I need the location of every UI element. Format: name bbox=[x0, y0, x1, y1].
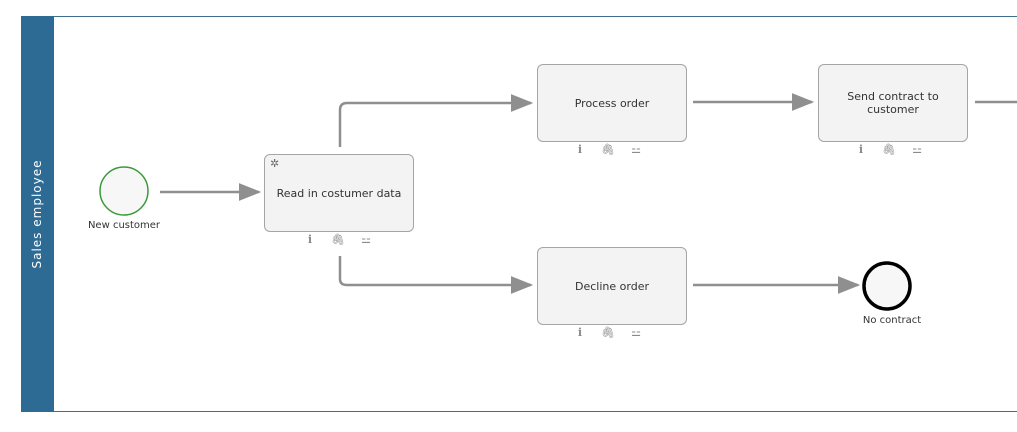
pool-frame bbox=[21, 16, 1017, 412]
end-event[interactable] bbox=[862, 261, 912, 311]
hierarchy-icon[interactable]: ⚍ bbox=[631, 326, 641, 339]
hierarchy-icon[interactable]: ⚍ bbox=[912, 143, 922, 156]
info-icon[interactable]: i bbox=[577, 326, 583, 339]
task-label: Decline order bbox=[575, 279, 649, 293]
task-label: Read in costumer data bbox=[276, 186, 402, 200]
info-icon[interactable]: i bbox=[858, 143, 864, 156]
task-toolbar: i 🖇 ⚍ bbox=[854, 144, 924, 156]
task-decline-order[interactable]: Decline order bbox=[537, 247, 687, 325]
hierarchy-icon[interactable]: ⚍ bbox=[361, 233, 371, 246]
paperclip-icon[interactable]: 🖇 bbox=[601, 326, 615, 339]
task-label: Send contract to customer bbox=[847, 90, 939, 116]
hierarchy-icon[interactable]: ⚍ bbox=[631, 143, 641, 156]
task-toolbar: i 🖇 ⚍ bbox=[303, 234, 373, 246]
task-read-customer-data[interactable]: ✲ Read in costumer data bbox=[264, 154, 414, 232]
task-send-contract[interactable]: Send contract to customer bbox=[818, 64, 968, 142]
task-process-order[interactable]: Process order bbox=[537, 64, 687, 142]
paperclip-icon[interactable]: 🖇 bbox=[882, 143, 896, 156]
lane-header[interactable] bbox=[21, 16, 54, 412]
gear-icon: ✲ bbox=[270, 157, 280, 170]
start-event[interactable] bbox=[99, 166, 149, 216]
info-icon[interactable]: i bbox=[577, 143, 583, 156]
flow-read-to-decline[interactable] bbox=[338, 256, 534, 294]
task-label: Process order bbox=[574, 96, 650, 110]
task-toolbar: i 🖇 ⚍ bbox=[573, 144, 643, 156]
flow-read-to-process[interactable] bbox=[338, 94, 534, 147]
end-event-label: No contract bbox=[862, 315, 922, 326]
paperclip-icon[interactable]: 🖇 bbox=[331, 233, 345, 246]
info-icon[interactable]: i bbox=[307, 233, 313, 246]
task-toolbar: i 🖇 ⚍ bbox=[573, 327, 643, 339]
paperclip-icon[interactable]: 🖇 bbox=[601, 143, 615, 156]
start-event-label: New customer bbox=[87, 220, 161, 231]
